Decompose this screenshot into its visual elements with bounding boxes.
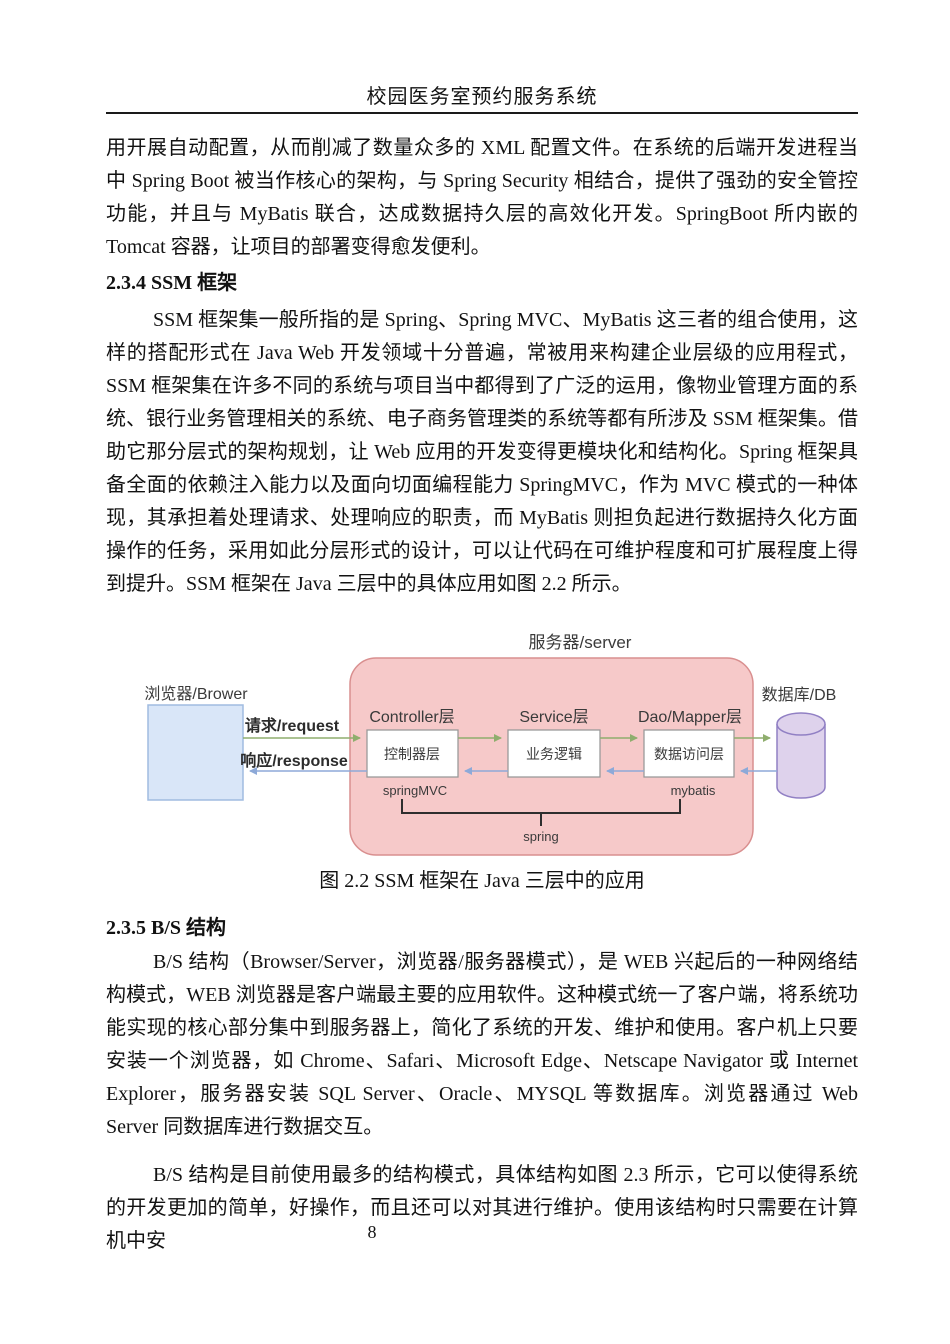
spring-label: spring	[523, 829, 558, 844]
springmvc-label: springMVC	[383, 783, 447, 798]
service-box-label: 业务逻辑	[526, 746, 582, 762]
page-header: 校园医务室预约服务系统	[106, 84, 858, 114]
paragraph-ssm: SSM 框架集一般所指的是 Spring、Spring MVC、MyBatis …	[106, 309, 858, 595]
header-title: 校园医务室预约服务系统	[366, 86, 598, 108]
heading-ssm-framework: 2.3.4 SSM 框架	[106, 272, 238, 294]
page-content: 用开展自动配置，从而削减了数量众多的 XML 配置文件。在系统的后端开发进程当中…	[106, 132, 858, 1258]
database-label: 数据库/DB	[762, 686, 837, 704]
figure-caption: 图 2.2 SSM 框架在 Java 三层中的应用	[319, 870, 645, 892]
dao-layer-title: Dao/Mapper层	[638, 709, 742, 726]
service-box	[507, 729, 601, 778]
controller-box-label: 控制器层	[384, 746, 440, 762]
dao-box-label: 数据访问层	[654, 746, 724, 762]
server-label: 服务器/server	[529, 633, 632, 652]
dao-box	[643, 729, 735, 778]
controller-layer-title: Controller层	[369, 709, 454, 726]
database-cylinder-icon	[776, 712, 826, 799]
ssm-diagram: 服务器/server 浏览器/Brower 数据库/DB Controller层…	[144, 633, 837, 856]
paragraph-bs-1: B/S 结构（Browser/Server，浏览器/服务器模式），是 WEB 兴…	[106, 951, 858, 1138]
service-layer-title: Service层	[519, 709, 588, 726]
paragraph-bs-2: B/S 结构是目前使用最多的结构模式，具体结构如图 2.3 所示，它可以使得系统…	[106, 1164, 858, 1252]
controller-box	[366, 729, 459, 778]
mybatis-label: mybatis	[671, 783, 716, 798]
request-label: 请求/request	[245, 716, 340, 735]
heading-bs-structure: 2.3.5 B/S 结构	[106, 917, 227, 939]
figure-ssm-architecture: 服务器/server 浏览器/Brower 数据库/DB Controller层…	[106, 601, 858, 898]
page-number: 8	[367, 1222, 377, 1242]
browser-node	[147, 704, 244, 801]
paragraph-springboot: 用开展自动配置，从而削减了数量众多的 XML 配置文件。在系统的后端开发进程当中…	[106, 137, 858, 258]
response-label: 响应/response	[240, 751, 348, 770]
browser-label: 浏览器/Brower	[144, 685, 248, 703]
